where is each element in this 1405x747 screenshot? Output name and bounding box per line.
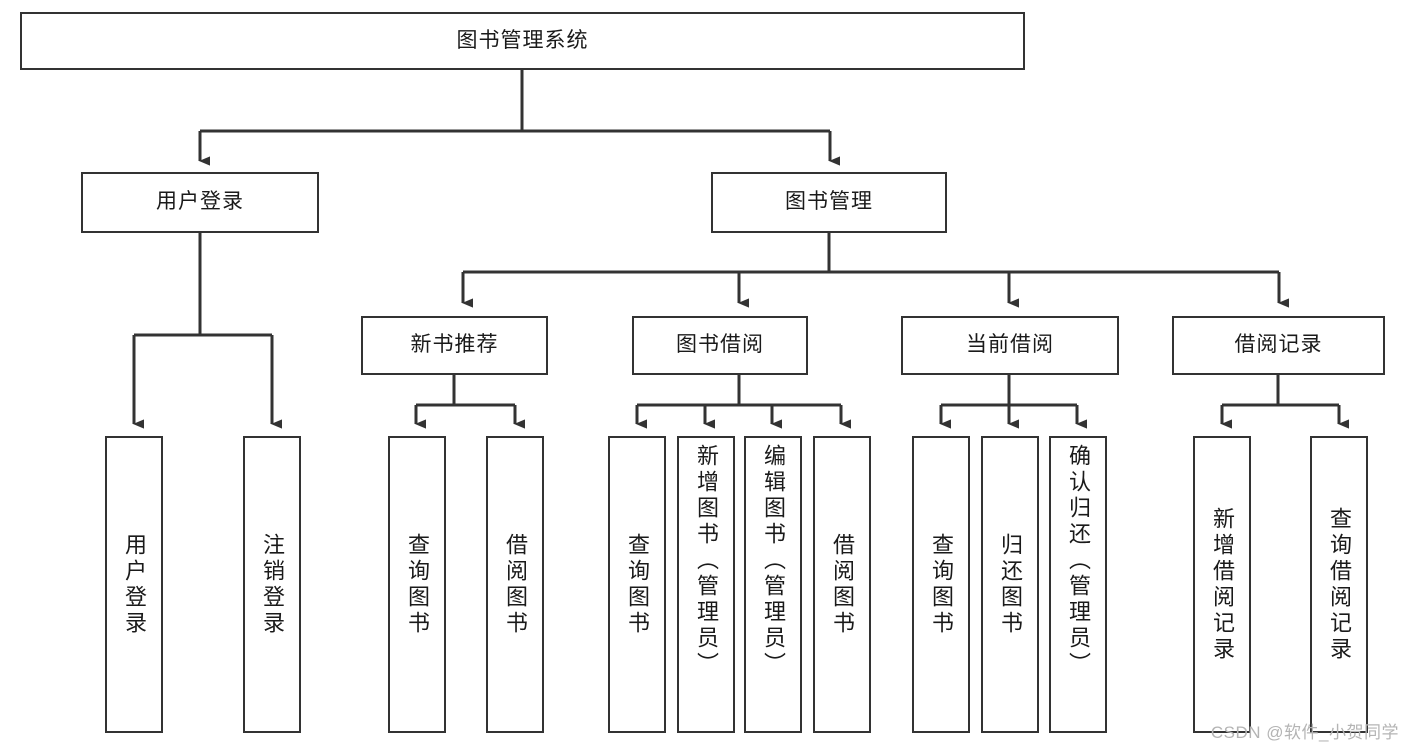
node-book-management[interactable]: 图书管理 — [711, 172, 947, 233]
leaf-new-book-query-book[interactable]: 查询图书 — [388, 436, 446, 733]
node-root-book-management-system[interactable]: 图书管理系统 — [20, 12, 1025, 70]
leaf-user-login-login[interactable]: 用户登录 — [105, 436, 163, 733]
node-label: 查询图书 — [405, 532, 430, 637]
node-label: 借阅图书 — [503, 532, 528, 637]
node-label: 图书管理 — [785, 190, 873, 214]
node-borrow-record[interactable]: 借阅记录 — [1172, 316, 1385, 375]
leaf-book-borrow-borrow-book[interactable]: 借阅图书 — [813, 436, 871, 733]
node-label: 图书管理系统 — [456, 28, 589, 52]
node-label: 编辑图书（管理员） — [761, 444, 786, 678]
node-label: 查询图书 — [625, 532, 650, 637]
node-label: 用户登录 — [122, 532, 147, 637]
node-label: 借阅记录 — [1234, 333, 1323, 357]
node-new-book-recommend[interactable]: 新书推荐 — [361, 316, 548, 375]
node-label: 注销登录 — [260, 532, 285, 637]
node-label: 确认归还（管理员） — [1066, 444, 1091, 678]
leaf-borrow-record-query-record[interactable]: 查询借阅记录 — [1310, 436, 1368, 733]
leaf-borrow-record-add-record[interactable]: 新增借阅记录 — [1193, 436, 1251, 733]
csdn-watermark: CSDN @软件_小贺同学 — [1210, 723, 1399, 742]
node-label: 当前借阅 — [966, 333, 1054, 357]
leaf-user-login-logout[interactable]: 注销登录 — [243, 436, 301, 733]
node-label: 图书借阅 — [676, 333, 764, 357]
node-label: 查询图书 — [929, 532, 954, 637]
node-book-borrow[interactable]: 图书借阅 — [632, 316, 808, 375]
leaf-book-borrow-query-book[interactable]: 查询图书 — [608, 436, 666, 733]
leaf-new-book-borrow-book[interactable]: 借阅图书 — [486, 436, 544, 733]
node-label: 查询借阅记录 — [1327, 506, 1352, 663]
node-label: 用户登录 — [156, 190, 244, 214]
leaf-current-borrow-return-book[interactable]: 归还图书 — [981, 436, 1039, 733]
node-label: 归还图书 — [998, 532, 1023, 637]
node-label: 新增图书（管理员） — [694, 444, 719, 678]
node-label: 新书推荐 — [410, 333, 499, 357]
node-current-borrow[interactable]: 当前借阅 — [901, 316, 1119, 375]
leaf-current-borrow-confirm-return-admin[interactable]: 确认归还（管理员） — [1049, 436, 1107, 733]
node-user-login[interactable]: 用户登录 — [81, 172, 319, 233]
leaf-current-borrow-query-book[interactable]: 查询图书 — [912, 436, 970, 733]
node-label: 借阅图书 — [830, 532, 855, 637]
leaf-book-borrow-edit-book-admin[interactable]: 编辑图书（管理员） — [744, 436, 802, 733]
node-label: 新增借阅记录 — [1210, 506, 1235, 663]
leaf-book-borrow-add-book-admin[interactable]: 新增图书（管理员） — [677, 436, 735, 733]
